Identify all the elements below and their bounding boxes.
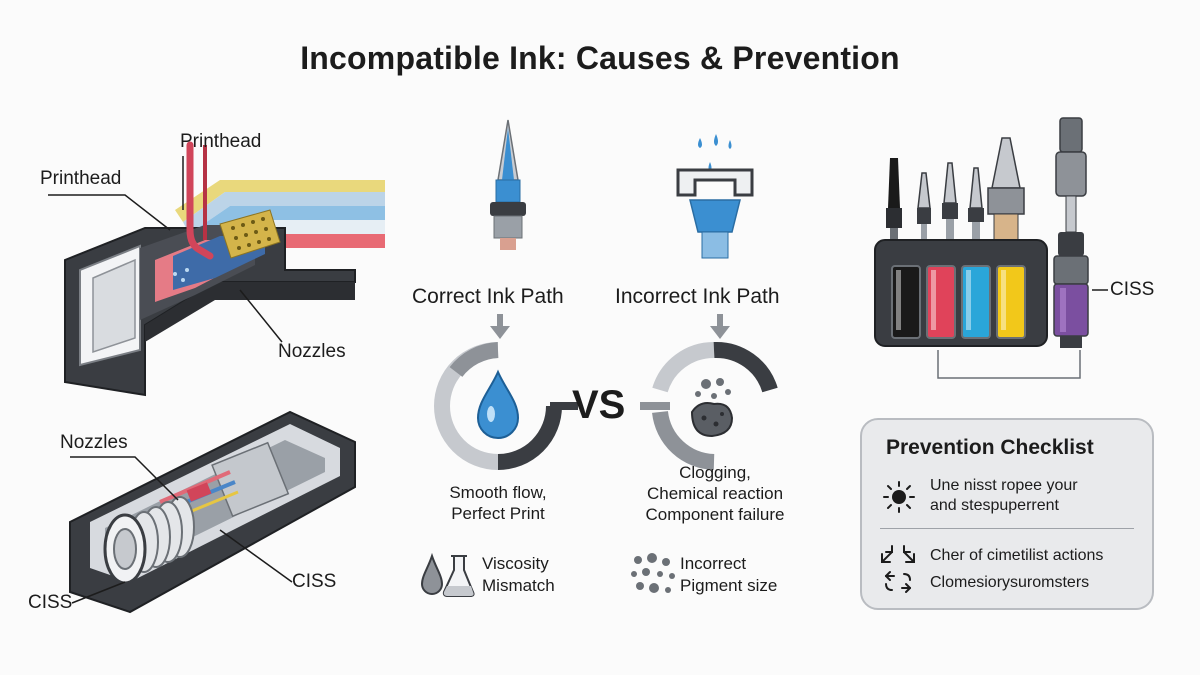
- label-correct-ink-path: Correct Ink Path: [412, 285, 564, 308]
- label-nozzles-bottom: Nozzles: [60, 432, 128, 453]
- correct-nozzle-icon: [490, 119, 526, 250]
- ciss-tank-illustration: [874, 117, 1089, 379]
- label-incorrect-ink-path: Incorrect Ink Path: [615, 285, 780, 308]
- label-ciss-right: CISS: [292, 571, 337, 592]
- label-printhead-left: Printhead: [40, 168, 122, 189]
- printhead-cartridge-illustration: [64, 141, 385, 397]
- checklist-item-2: Cher of cimetilist actions: [930, 547, 1104, 564]
- label-nozzles-top: Nozzles: [278, 341, 346, 362]
- cycle-arrows-icon: [885, 571, 911, 593]
- page-title: Incompatible Ink: Causes & Prevention: [300, 40, 900, 76]
- note-pigment: Incorrect Pigment size: [680, 554, 778, 595]
- checklist-item-1: Une nisst ropee your and stespuperrent: [930, 477, 1078, 514]
- ciss-cartridge-illustration: [69, 410, 356, 614]
- checklist-divider: [880, 528, 1134, 529]
- incorrect-flow-ring: [640, 341, 778, 470]
- incorrect-nozzle-icon: [676, 134, 754, 259]
- label-ciss-tank: CISS: [1110, 279, 1155, 300]
- note-viscosity: Viscosity Mismatch: [482, 554, 555, 595]
- vs-label: VS: [572, 383, 626, 427]
- prevention-checklist-panel: Prevention Checklist Une nisst ropee you…: [860, 418, 1154, 610]
- arrow-down-icon: [490, 314, 510, 339]
- label-printhead-top: Printhead: [180, 131, 262, 152]
- label-ciss-left: CISS: [28, 592, 73, 613]
- pigment-particles-icon: [631, 553, 675, 593]
- sun-icon: [883, 481, 915, 513]
- flask-icon: [420, 552, 475, 597]
- expand-arrows-icon: [881, 545, 915, 563]
- incorrect-caption: Clogging, Chemical reaction Component fa…: [645, 463, 785, 524]
- correct-flow-ring: [434, 342, 578, 470]
- checklist-title: Prevention Checklist: [886, 436, 1094, 459]
- checklist-item-3: Clomesiorysuromsters: [930, 574, 1090, 591]
- correct-caption: Smooth flow, Perfect Print: [449, 483, 547, 523]
- arrow-down-icon: [710, 314, 730, 339]
